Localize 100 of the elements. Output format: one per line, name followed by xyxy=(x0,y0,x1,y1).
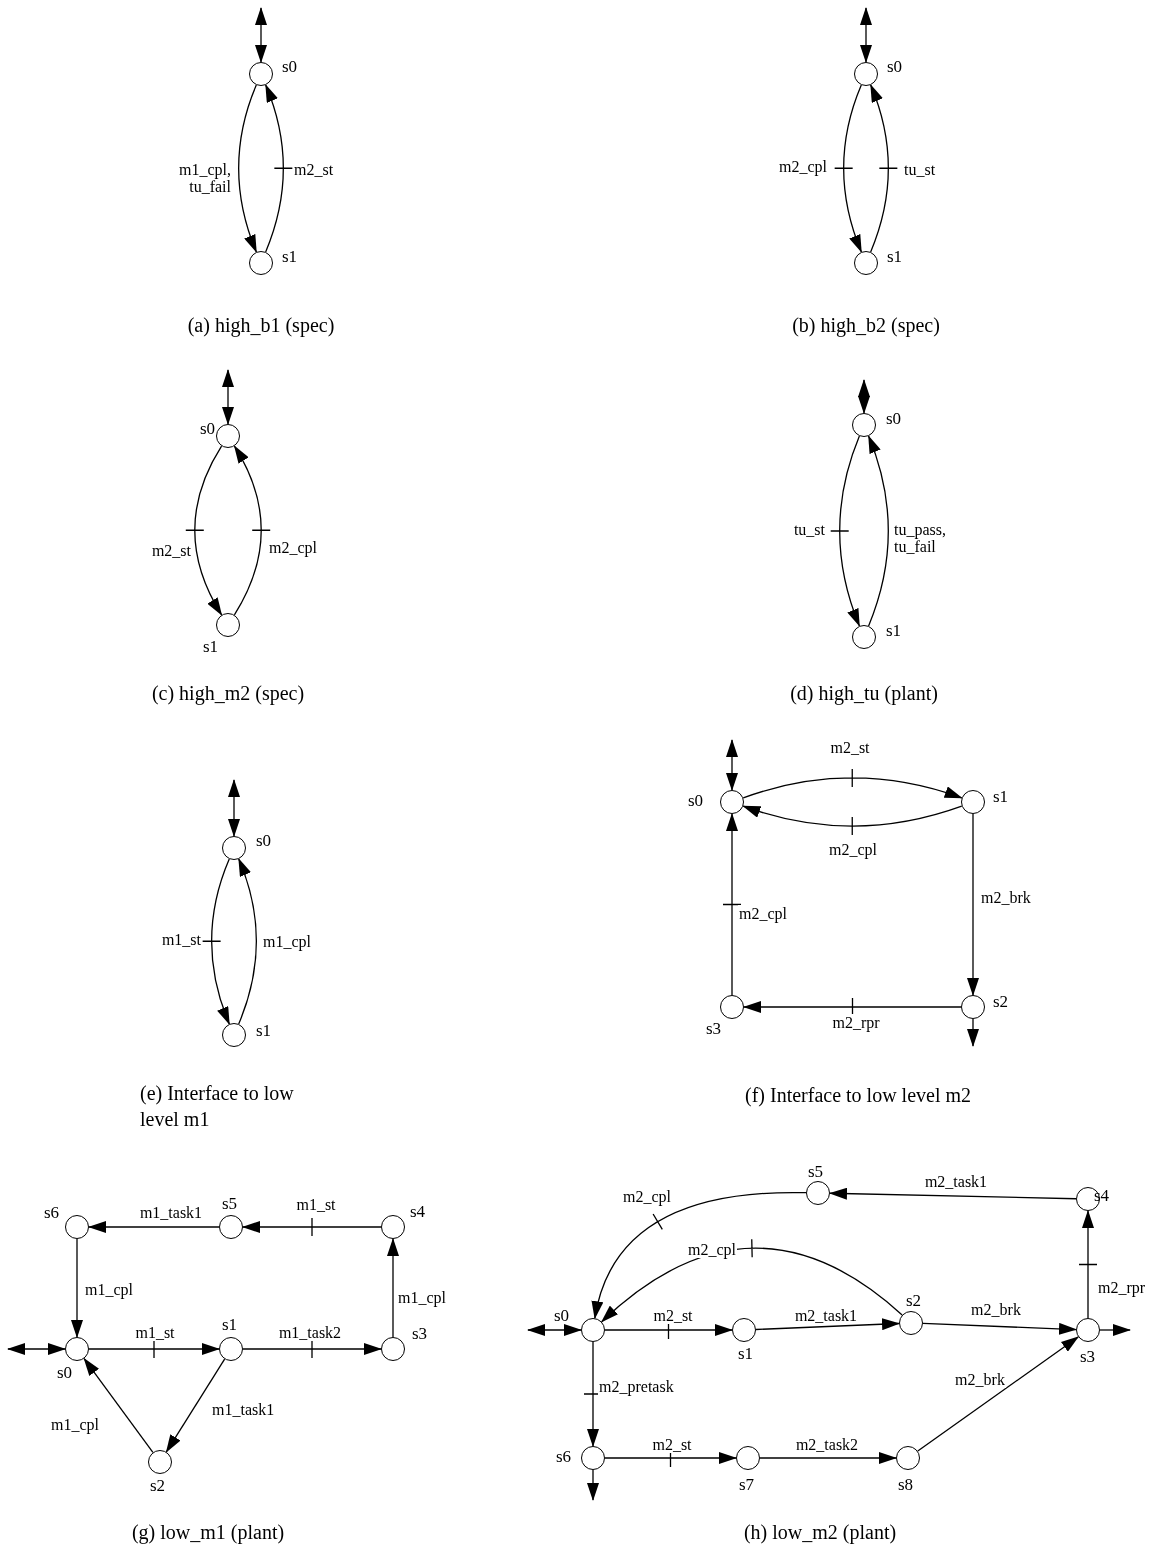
state-circle xyxy=(961,995,985,1019)
state-name: s7 xyxy=(739,1476,755,1494)
state-circle xyxy=(222,836,246,860)
state-name: s6 xyxy=(44,1204,60,1222)
transition-arrow xyxy=(867,435,889,627)
state-name: s0 xyxy=(688,792,704,810)
state-circle xyxy=(581,1318,605,1342)
state-name: s1 xyxy=(256,1022,272,1040)
state-name: s1 xyxy=(993,788,1009,806)
event-label: m2_brk xyxy=(970,1301,1022,1318)
event-label: m2_cpl xyxy=(828,841,878,858)
transition-arrow xyxy=(1099,1324,1131,1336)
state-name: s1 xyxy=(738,1345,754,1363)
transition-arrow xyxy=(88,1339,220,1359)
event-label: m1_cpl xyxy=(262,933,312,950)
event-label: m1_cpl xyxy=(397,1289,447,1306)
transition-arrow xyxy=(222,369,234,425)
state-name: s0 xyxy=(256,832,272,850)
subfigure-caption: (d) high_tu (plant) xyxy=(790,681,938,706)
state-name: s4 xyxy=(1094,1187,1110,1205)
event-label: m2_rpr xyxy=(1097,1279,1147,1296)
event-label: m2_task1 xyxy=(923,1173,989,1190)
state-name: s6 xyxy=(556,1448,572,1466)
subfigure-caption: (b) high_b2 (spec) xyxy=(792,313,940,338)
transition-arrow xyxy=(1078,1210,1098,1319)
subfigure-caption: (f) Interface to low level m2 xyxy=(745,1083,971,1108)
state-name: s5 xyxy=(222,1195,238,1213)
event-label: m2_cpl xyxy=(268,539,318,556)
state-name: s0 xyxy=(282,58,298,76)
transition-arrow xyxy=(742,768,963,799)
event-label: m1_cpl xyxy=(50,1416,100,1433)
transition-arrow xyxy=(185,445,223,616)
transition-arrow xyxy=(592,1192,807,1320)
state-name: s3 xyxy=(412,1325,428,1343)
state-name: s5 xyxy=(808,1163,824,1181)
state-circle xyxy=(806,1181,830,1205)
state-name: s8 xyxy=(898,1476,914,1494)
event-label: m1_st xyxy=(160,931,202,948)
state-circle xyxy=(65,1337,89,1361)
transition-arrow xyxy=(7,1343,66,1355)
transition-arrow xyxy=(917,1336,1080,1452)
transition-arrow xyxy=(83,1357,154,1453)
state-circle xyxy=(219,1337,243,1361)
event-label: m1_task1 xyxy=(138,1204,204,1221)
event-label: m2_brk xyxy=(980,889,1032,906)
transition-arrow xyxy=(742,805,963,836)
state-name: s1 xyxy=(222,1316,238,1334)
event-label: m2_st xyxy=(651,1436,693,1453)
subfigure-caption: (c) high_m2 (spec) xyxy=(151,681,305,706)
state-name: s1 xyxy=(282,248,298,266)
transition-arrow xyxy=(242,1339,382,1359)
event-label: m2_cpl xyxy=(778,158,828,175)
state-circle xyxy=(219,1215,243,1239)
transition-arrow xyxy=(265,84,293,253)
state-circle xyxy=(732,1318,756,1342)
state-circle xyxy=(148,1450,172,1474)
state-circle xyxy=(720,790,744,814)
state-name: s3 xyxy=(706,1020,722,1038)
transition-arrow xyxy=(755,1318,900,1331)
transition-arrow xyxy=(165,1358,226,1453)
transition-arrow xyxy=(834,84,862,253)
event-label: m2_rpr xyxy=(831,1014,881,1031)
subfigure-caption: (g) low_m1 (plant) xyxy=(131,1520,285,1545)
transition-arrow xyxy=(600,1238,903,1323)
state-circle xyxy=(896,1446,920,1470)
transition-arrow xyxy=(242,1217,382,1237)
event-label: m1_st xyxy=(295,1196,337,1213)
transition-arrow xyxy=(587,1469,599,1501)
transition-arrow xyxy=(255,7,267,63)
state-circle xyxy=(854,62,878,86)
transition-arrow xyxy=(88,1221,220,1233)
transition-arrow xyxy=(722,813,742,996)
state-name: s4 xyxy=(410,1203,426,1221)
transition-arrow xyxy=(829,1187,1077,1200)
state-circle xyxy=(899,1311,923,1335)
state-circle xyxy=(216,613,240,637)
state-circle xyxy=(720,995,744,1019)
transition-arrow xyxy=(830,435,861,627)
subfigure-caption: (h) low_m2 (plant) xyxy=(743,1520,897,1545)
transition-arrow xyxy=(743,997,962,1017)
state-name: s0 xyxy=(887,58,903,76)
transition-arrow xyxy=(860,7,872,63)
event-label: m1_cpl xyxy=(84,1281,134,1298)
state-name: s2 xyxy=(150,1477,166,1495)
state-name: s1 xyxy=(886,622,902,640)
event-label: m2_st xyxy=(652,1307,694,1324)
transition-arrow xyxy=(922,1322,1077,1335)
transition-arrow xyxy=(233,445,271,616)
transition-arrow xyxy=(759,1452,897,1464)
state-circle xyxy=(852,625,876,649)
transition-arrow xyxy=(228,779,240,837)
transition-arrow xyxy=(726,739,738,791)
state-circle xyxy=(854,251,878,275)
state-circle xyxy=(1076,1318,1100,1342)
transition-arrow xyxy=(967,813,979,996)
transition-arrow xyxy=(238,858,257,1025)
event-label: m2_brk xyxy=(954,1371,1006,1388)
event-label: m2_st xyxy=(293,161,335,178)
event-label: m1_task1 xyxy=(211,1401,276,1418)
state-name: s2 xyxy=(906,1292,922,1310)
